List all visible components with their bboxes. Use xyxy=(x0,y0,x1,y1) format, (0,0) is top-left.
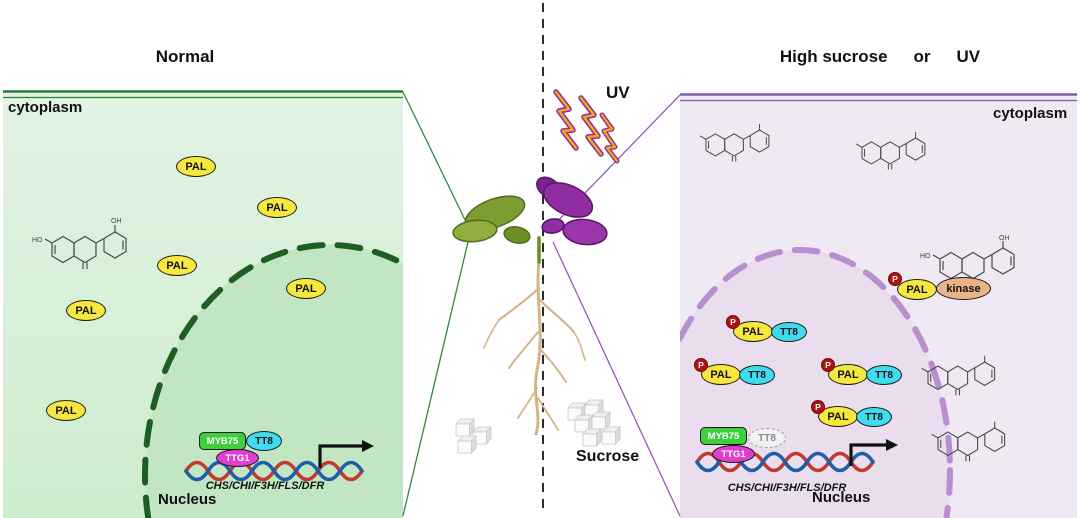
pal-enzyme: PAL xyxy=(46,400,86,421)
pal-enzyme: PAL xyxy=(286,278,326,299)
myb75-factor: MYB75 xyxy=(700,427,747,445)
transcription-arrow-left xyxy=(318,440,374,468)
tt8-factor-bound: TT8 xyxy=(856,407,892,427)
uv-lightning-icon xyxy=(553,89,620,164)
phospho-mark: P xyxy=(811,400,825,414)
phospho-mark: P xyxy=(694,358,708,372)
ttg1-factor: TTG1 xyxy=(712,445,755,463)
plant-leaves xyxy=(452,176,608,246)
atom-label: HO xyxy=(32,237,43,244)
cytoplasm-label-left: cytoplasm xyxy=(8,99,83,116)
target-genes-left: CHS/CHI/F3H/FLS/DFR xyxy=(205,480,325,492)
tt8-factor-released: TT8 xyxy=(748,428,786,448)
myb75-factor: MYB75 xyxy=(199,432,246,450)
pal-enzyme: PAL xyxy=(257,197,297,218)
phospho-mark: P xyxy=(726,315,740,329)
pal-enzyme: PAL xyxy=(157,255,197,276)
pal-enzyme-phospho: PAL xyxy=(818,406,858,427)
tt8-factor: TT8 xyxy=(246,431,282,451)
nucleus-label-left: Nucleus xyxy=(158,491,217,508)
kinase-enzyme: kinase xyxy=(936,277,991,300)
pal-enzyme-phospho: PAL xyxy=(897,279,937,300)
ttg1-factor: TTG1 xyxy=(216,449,259,467)
transcription-arrow-right xyxy=(849,439,898,466)
right-title-condition-uv: UV xyxy=(956,47,981,66)
pal-enzyme: PAL xyxy=(176,156,216,177)
atom-label: OH xyxy=(111,218,122,225)
tt8-factor-bound: TT8 xyxy=(739,365,775,385)
phospho-mark: P xyxy=(821,358,835,372)
flavonoid-molecules: HO OH HO OH xyxy=(32,123,1015,462)
atom-label: HO xyxy=(920,253,931,260)
zoom-connector-left xyxy=(402,91,469,517)
phospho-mark: P xyxy=(888,272,902,286)
right-title-conjunction: or xyxy=(913,47,931,66)
cytoplasm-label-right: cytoplasm xyxy=(993,105,1068,122)
dna-helix-left xyxy=(184,460,364,482)
plant-roots xyxy=(483,260,586,436)
tt8-factor-bound: TT8 xyxy=(771,322,807,342)
right-title-condition-sucrose: High sucrose xyxy=(779,47,888,66)
uv-label: UV xyxy=(606,83,630,102)
nucleus-label-right: Nucleus xyxy=(812,489,871,506)
right-panel-title: High sucrose or UV xyxy=(725,47,1035,67)
pal-enzyme-phospho: PAL xyxy=(733,321,773,342)
target-genes-right: CHS/CHI/F3H/FLS/DFR xyxy=(727,482,847,494)
pal-enzyme-phospho: PAL xyxy=(828,364,868,385)
tt8-factor-bound: TT8 xyxy=(866,365,902,385)
pal-enzyme: PAL xyxy=(66,300,106,321)
left-panel-title: Normal xyxy=(155,47,215,66)
atom-label: OH xyxy=(999,235,1010,242)
sucrose-label: Sucrose xyxy=(576,448,640,465)
